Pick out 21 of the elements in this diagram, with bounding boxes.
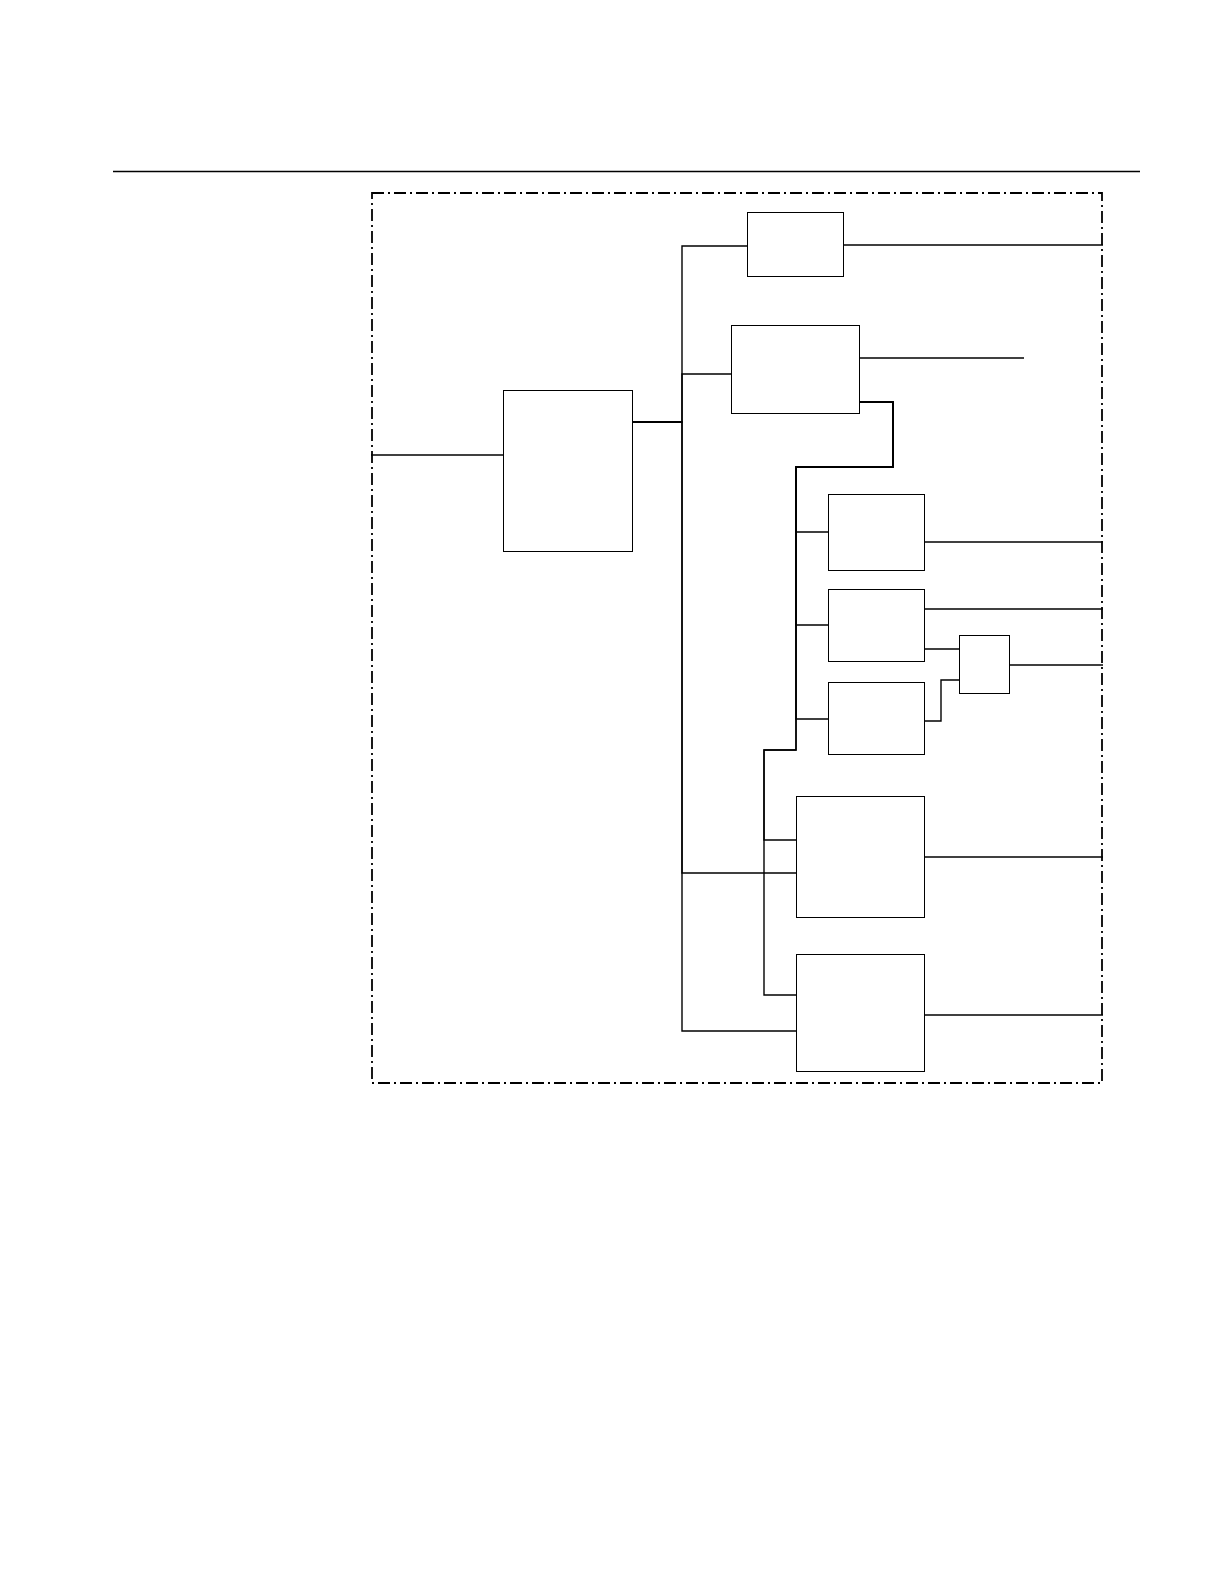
connector-line xyxy=(1009,664,1104,666)
connector-line xyxy=(924,541,1104,543)
block-box xyxy=(796,796,925,918)
connector-line xyxy=(924,856,1104,858)
connector-line xyxy=(924,648,960,650)
connector-line xyxy=(843,244,1104,246)
block-box xyxy=(796,954,925,1072)
block-box xyxy=(503,390,633,552)
block-box xyxy=(747,212,844,277)
connector-line xyxy=(924,608,1104,610)
block-box xyxy=(828,494,925,571)
connector-line xyxy=(924,1014,1104,1016)
block-box xyxy=(828,682,925,755)
connector-line xyxy=(370,454,504,456)
boundary-frame xyxy=(371,192,1103,1084)
connector-line xyxy=(859,357,1025,359)
connector-line xyxy=(924,679,960,722)
block-box xyxy=(959,635,1010,694)
block-box xyxy=(828,589,925,662)
block-box xyxy=(731,325,860,414)
connector-line xyxy=(763,401,894,996)
